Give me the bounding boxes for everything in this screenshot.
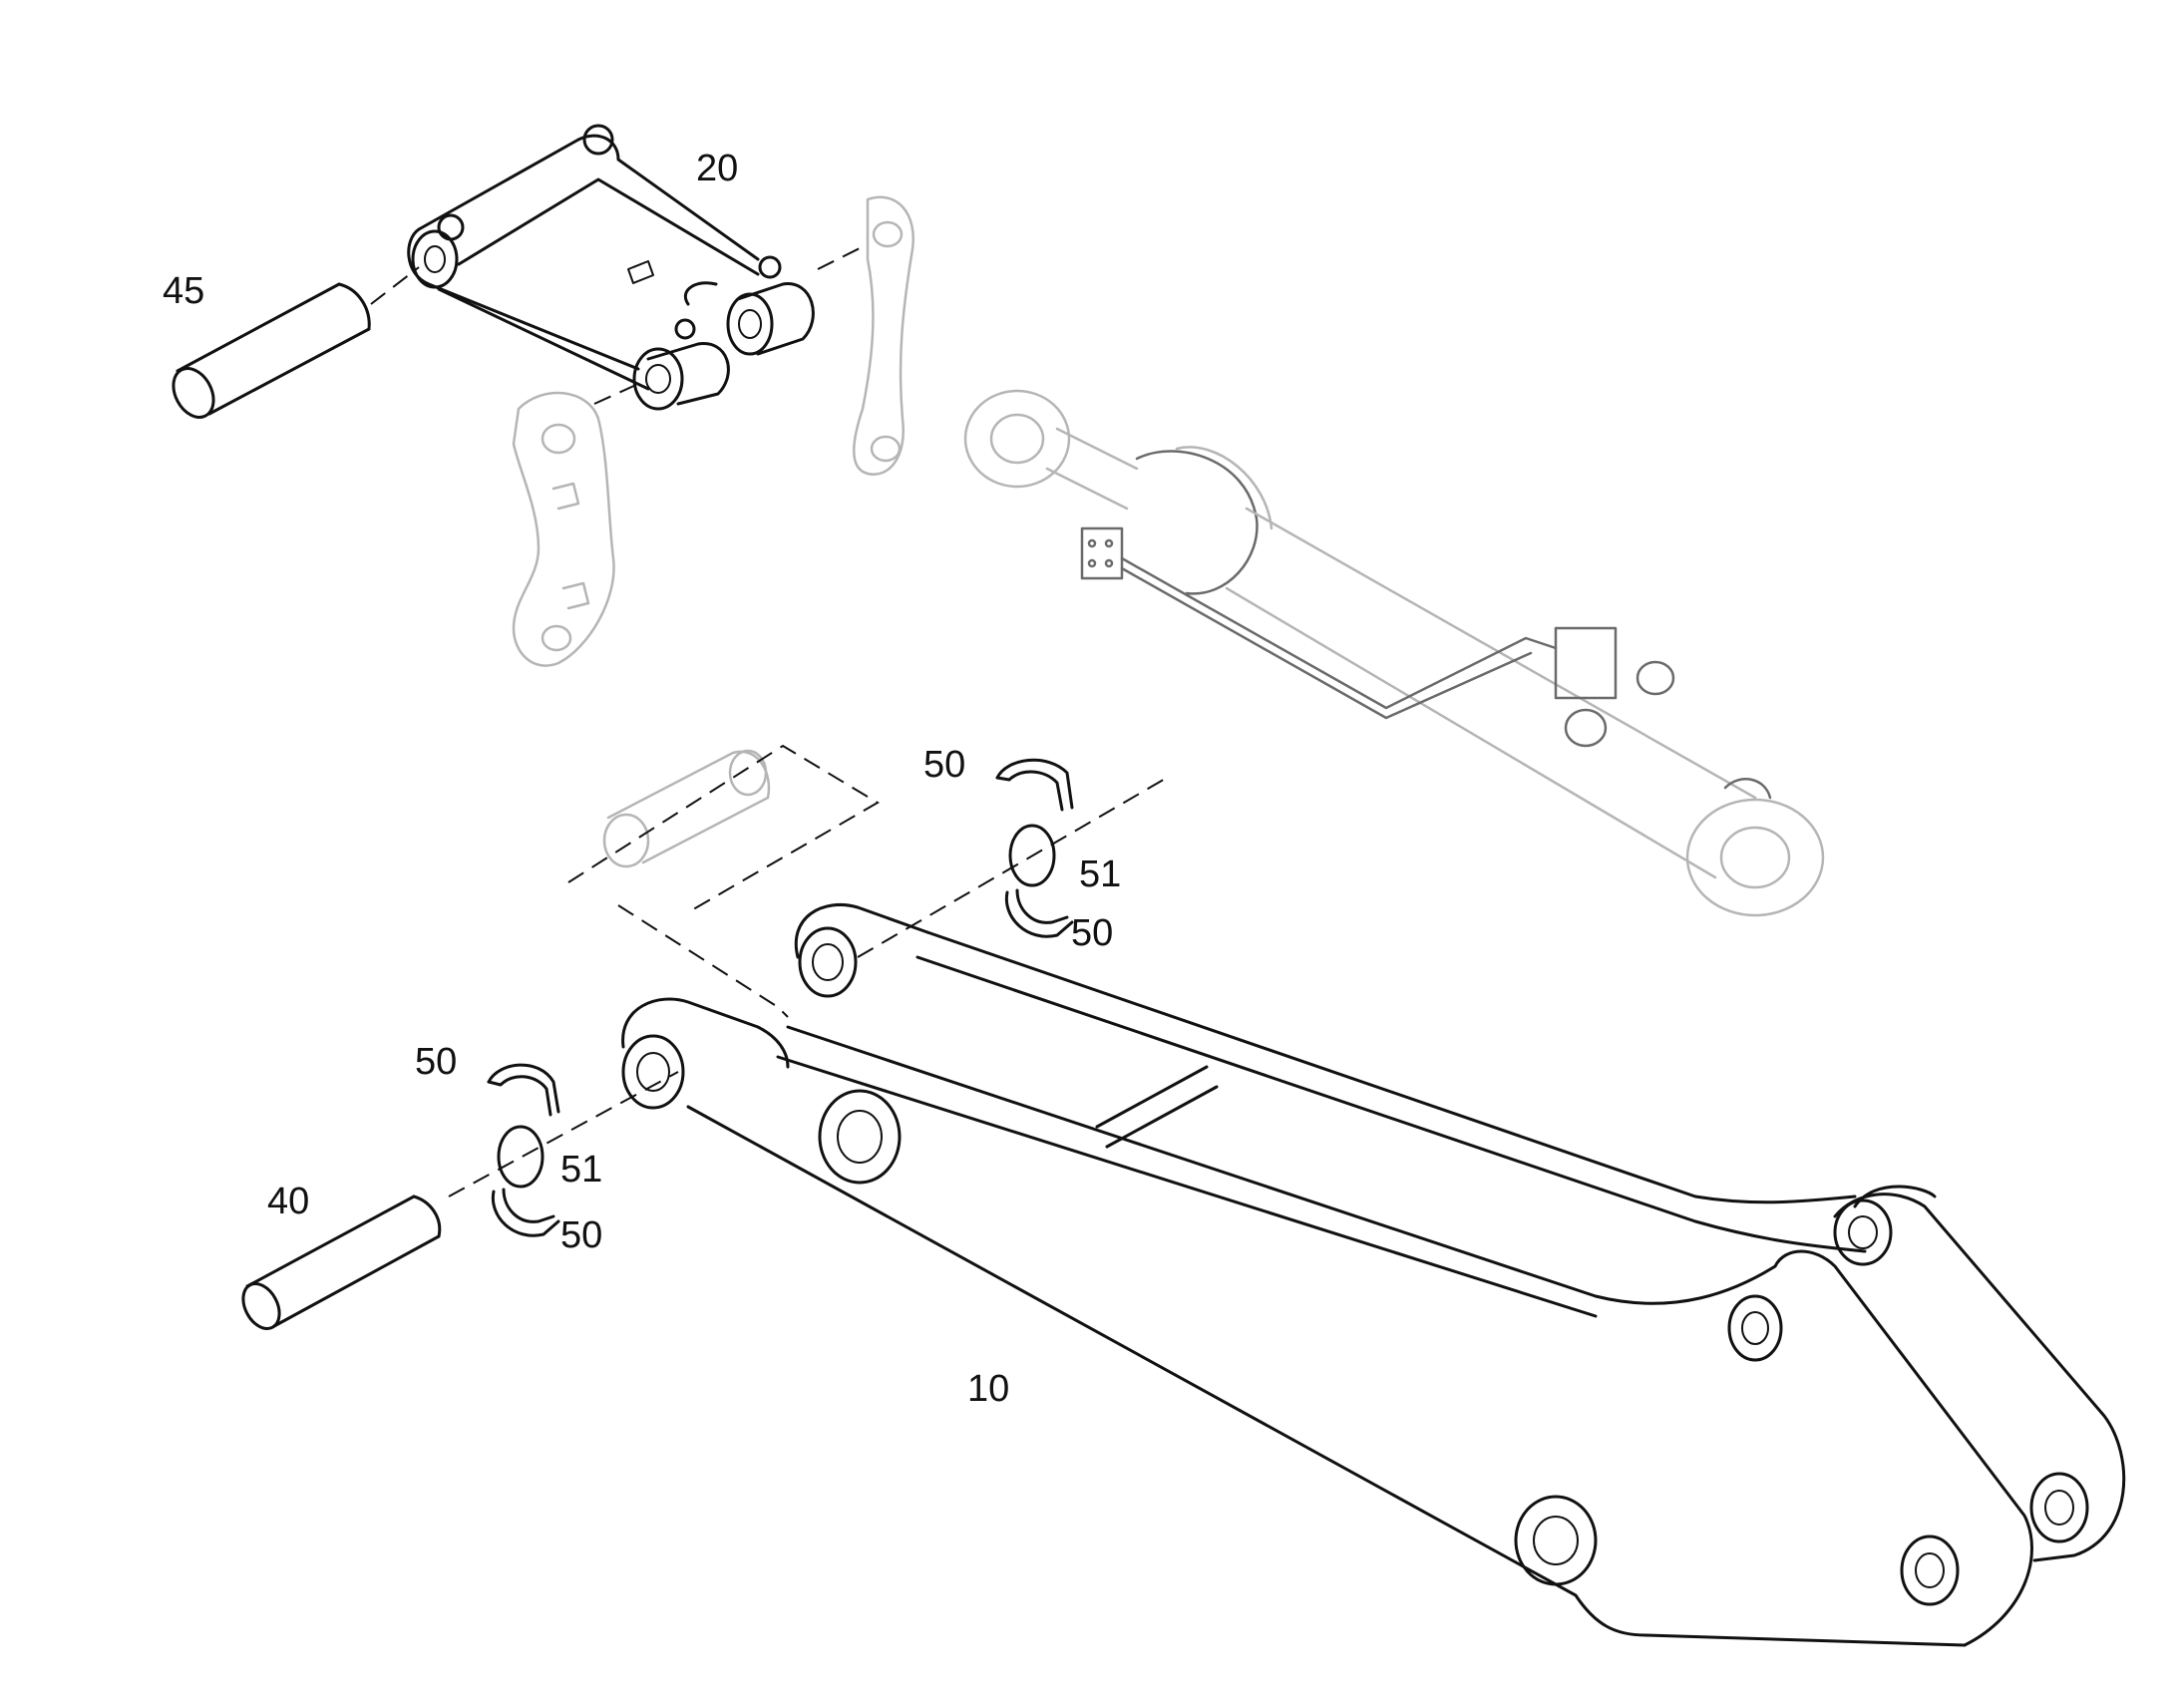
assembly-line-left-pin xyxy=(448,1071,679,1197)
pin-part-45 xyxy=(172,282,371,419)
callout-pin-40: 40 xyxy=(267,1181,310,1222)
assembly-line-pin45 xyxy=(370,266,420,305)
washer-right xyxy=(1008,824,1056,887)
retaining-ring-left-top xyxy=(487,1063,560,1117)
callout-washer-right-51: 51 xyxy=(1079,854,1122,895)
callout-ring-right-top-50: 50 xyxy=(923,744,966,786)
assembly-line-bushing-drop xyxy=(617,904,789,1018)
ghost-bushing xyxy=(602,749,771,868)
callout-link-20: 20 xyxy=(696,148,739,189)
callout-boom-10: 10 xyxy=(967,1368,1010,1410)
ghost-hydraulic-cylinder xyxy=(963,389,1825,917)
assembly-line-link-right xyxy=(817,243,869,270)
ghost-left-side-plate xyxy=(512,391,615,667)
retaining-ring-left-bottom xyxy=(491,1188,560,1237)
boom-part-10 xyxy=(621,902,2126,1647)
link-part-20 xyxy=(407,124,815,411)
pin-part-40 xyxy=(241,1195,442,1330)
callout-ring-left-top-50: 50 xyxy=(415,1041,458,1083)
retaining-ring-right-top xyxy=(995,758,1074,812)
callout-washer-left-51: 51 xyxy=(560,1149,603,1191)
retaining-ring-right-bottom xyxy=(1004,888,1074,938)
assembly-line-bushing-box xyxy=(567,744,880,913)
callout-ring-right-bottom-50: 50 xyxy=(1071,912,1114,954)
callout-pin-45: 45 xyxy=(163,270,205,312)
callout-ring-left-bottom-50: 50 xyxy=(560,1214,603,1256)
ghost-right-side-plate xyxy=(853,195,915,476)
washer-left xyxy=(497,1125,545,1189)
assembly-line-link-left xyxy=(593,383,639,405)
